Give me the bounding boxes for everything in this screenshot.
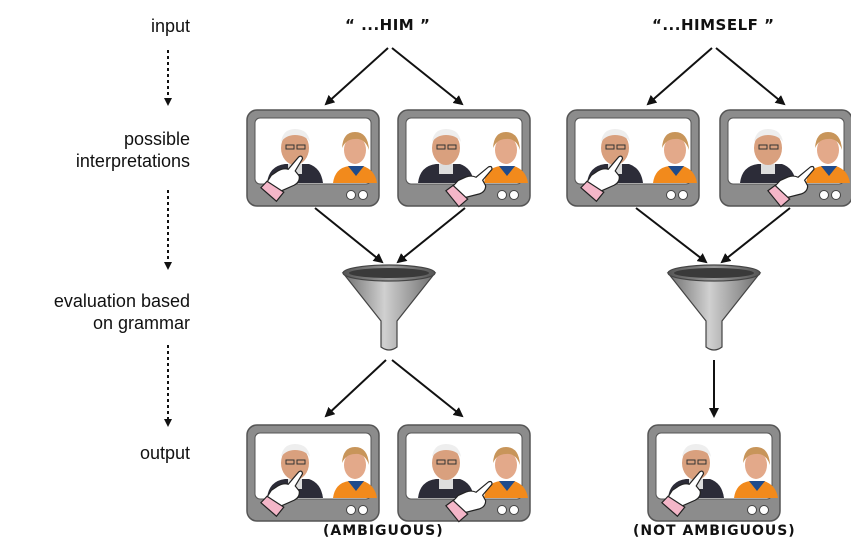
- funnel-icon-him: [341, 264, 437, 351]
- arrow: [324, 359, 387, 418]
- stage-label-evaluation: evaluation based on grammar: [53, 291, 190, 333]
- arrows-him: [314, 47, 466, 418]
- arrow: [646, 47, 713, 106]
- arrows-himself: [635, 47, 791, 418]
- arrow: [324, 47, 389, 106]
- stage-label-interpretations: possible interpretations: [75, 129, 190, 171]
- tv-him-output-1: [246, 424, 380, 522]
- tv-himself-interpretation-1: [566, 109, 700, 207]
- input-him: “ ...HIM ”: [345, 16, 431, 34]
- tv-him-interpretation-1: [246, 109, 380, 207]
- arrow: [314, 207, 384, 264]
- tv-himself-output: [647, 424, 781, 522]
- tv-him-output-2: [397, 424, 531, 525]
- caption-ambiguous: (AMBIGUOUS): [323, 523, 444, 539]
- stage-label-input: input: [150, 16, 190, 36]
- tv-him-interpretation-2: [397, 109, 531, 210]
- arrow: [396, 207, 466, 264]
- caption-not-ambiguous: (NOT AMBIGUOUS): [633, 523, 796, 539]
- input-himself: “...HIMSELF ”: [652, 16, 775, 34]
- arrow: [391, 359, 464, 418]
- funnel-icon-himself: [666, 264, 762, 351]
- arrow: [715, 47, 786, 106]
- arrow: [635, 207, 708, 264]
- tv-himself-interpretation-2: [719, 109, 851, 210]
- arrow: [720, 207, 791, 264]
- stage-label-output: output: [139, 443, 190, 463]
- arrow: [391, 47, 464, 106]
